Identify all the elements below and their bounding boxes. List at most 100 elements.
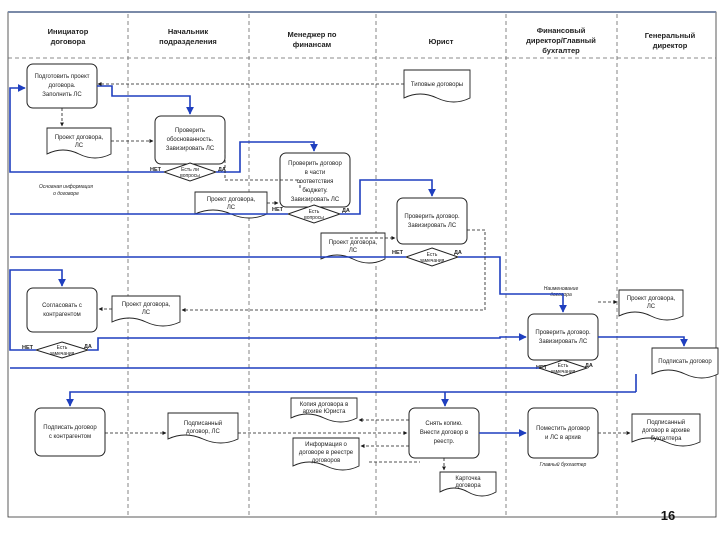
svg-text:о договоре: о договоре: [53, 191, 79, 197]
doc-signed-1: [167, 412, 239, 444]
svg-text:Заполнить ЛС: Заполнить ЛС: [42, 92, 82, 98]
decision-lawyer: [404, 247, 460, 267]
doc-register-info: [292, 437, 360, 471]
step-fd-check: [527, 313, 599, 361]
doc-sign-contract: [651, 347, 719, 379]
lane-header-initiator: Инициатор договора: [48, 27, 89, 46]
svg-text:договора.: договора.: [48, 83, 75, 89]
svg-text:вопросы: вопросы: [180, 173, 200, 179]
step-sign-contract: [34, 407, 106, 457]
svg-text:архиве Юриста: архиве Юриста: [303, 409, 347, 415]
svg-text:Есть: Есть: [558, 363, 569, 369]
svg-text:подразделения: подразделения: [159, 37, 217, 46]
lane-header-general-director: Генеральный директор: [645, 31, 696, 50]
svg-text:ЛС: ЛС: [647, 304, 656, 310]
svg-text:Завизировать ЛС: Завизировать ЛС: [408, 223, 457, 229]
svg-text:Подписанный: Подписанный: [647, 419, 685, 426]
svg-text:НЕТ: НЕТ: [272, 207, 284, 213]
lane-header-lawyer: Юрист: [429, 37, 454, 46]
svg-text:Проверить договор.: Проверить договор.: [404, 214, 460, 220]
svg-text:ДА: ДА: [454, 250, 462, 256]
diagram-frame: [7, 11, 717, 518]
svg-text:Информация о: Информация о: [305, 442, 347, 448]
svg-text:Главный бухгалтер: Главный бухгалтер: [540, 461, 587, 468]
decision-finance: [286, 204, 342, 224]
svg-text:обоснованность.: обоснованность.: [167, 137, 214, 143]
page-number: 16: [661, 508, 675, 523]
step-lawyer-check: [396, 197, 468, 245]
svg-text:бухгалтера: бухгалтера: [651, 436, 683, 442]
svg-text:Менеджер по: Менеджер по: [287, 30, 336, 39]
svg-text:Подписанный: Подписанный: [184, 420, 222, 427]
doc-standard-contracts: [403, 69, 471, 103]
svg-text:финансам: финансам: [293, 40, 332, 49]
svg-text:договора: договора: [51, 37, 87, 46]
svg-text:НЕТ: НЕТ: [392, 250, 404, 256]
svg-text:директор/Главный: директор/Главный: [526, 36, 596, 45]
svg-text:вопросы: вопросы: [304, 215, 324, 221]
svg-text:ЛС: ЛС: [349, 248, 358, 254]
svg-text:Инициатор: Инициатор: [48, 27, 89, 36]
svg-text:Завизировать ЛС: Завизировать ЛС: [539, 339, 588, 345]
svg-text:ДА: ДА: [585, 363, 593, 369]
decision-counterparty: [34, 341, 90, 359]
svg-text:Финансовый: Финансовый: [537, 26, 586, 35]
svg-text:Копия договора в: Копия договора в: [300, 402, 349, 408]
svg-text:и ЛС в архив: и ЛС в архив: [545, 435, 581, 441]
svg-text:Юрист: Юрист: [429, 37, 454, 46]
svg-text:замечания: замечания: [50, 351, 75, 357]
svg-text:договор, ЛС: договор, ЛС: [186, 429, 220, 435]
svg-text:Проект договора,: Проект договора,: [122, 302, 171, 308]
doc-contract-card: [439, 471, 497, 497]
lane-header-department-head: Начальник подразделения: [159, 27, 217, 46]
svg-text:Снять копию.: Снять копию.: [425, 421, 463, 427]
svg-text:Завизировать ЛС: Завизировать ЛС: [166, 146, 215, 152]
svg-text:Основная информация: Основная информация: [39, 184, 93, 190]
svg-text:ДА: ДА: [342, 208, 350, 214]
svg-text:НЕТ: НЕТ: [536, 365, 548, 371]
svg-text:реестр.: реестр.: [434, 439, 455, 445]
decision-fd: [537, 359, 589, 377]
svg-text:НЕТ: НЕТ: [22, 345, 34, 351]
svg-text:ЛС: ЛС: [227, 205, 236, 211]
svg-text:Наименование: Наименование: [544, 286, 579, 292]
svg-text:соответствия: соответствия: [297, 179, 334, 185]
doc-draft-4: [111, 295, 181, 327]
svg-text:бухгалтер: бухгалтер: [542, 46, 580, 55]
svg-text:замечания: замечания: [551, 369, 576, 375]
svg-text:Есть: Есть: [57, 345, 68, 351]
step-archive: [527, 407, 599, 459]
svg-text:Завизировать ЛС: Завизировать ЛС: [291, 197, 340, 203]
svg-text:ДА: ДА: [84, 344, 92, 350]
svg-text:бюджету.: бюджету.: [302, 188, 328, 194]
svg-text:Есть: Есть: [427, 252, 438, 258]
svg-text:Проект договора,: Проект договора,: [55, 135, 104, 141]
svg-text:Есть ли: Есть ли: [181, 167, 199, 173]
lane-header-finance-manager: Менеджер по финансам: [287, 30, 336, 49]
svg-text:Подготовить проект: Подготовить проект: [34, 74, 89, 80]
svg-text:договоре в реестре: договоре в реестре: [299, 450, 354, 456]
decision-dept-head: [162, 162, 218, 182]
doc-accountant-archive: [631, 413, 701, 447]
svg-text:договора: договора: [550, 292, 572, 298]
svg-text:Подписать договор: Подписать договор: [43, 425, 97, 431]
svg-text:Проект договора,: Проект договора,: [207, 197, 256, 203]
svg-text:ДА: ДА: [218, 167, 226, 173]
svg-text:ЛС: ЛС: [142, 310, 151, 316]
svg-text:Проект договора,: Проект договора,: [627, 296, 676, 302]
lane-header-finance-director: Финансовый директор/Главный бухгалтер: [526, 26, 596, 55]
step-agree-counterparty: [26, 287, 98, 333]
svg-text:Подписать договор: Подписать договор: [658, 359, 712, 365]
svg-text:Проверить: Проверить: [175, 128, 205, 134]
doc-draft-5: [618, 289, 684, 321]
doc-lawyer-archive-copy: [290, 397, 358, 423]
svg-text:договора: договора: [455, 483, 481, 489]
svg-text:с контрагентом: с контрагентом: [49, 434, 91, 440]
svg-text:Внести договор в: Внести договор в: [420, 430, 468, 436]
svg-text:Карточка: Карточка: [455, 476, 481, 482]
svg-text:Проверить договор: Проверить договор: [288, 161, 342, 167]
svg-text:замечания: замечания: [420, 258, 445, 264]
swimlane-dividers: [8, 14, 716, 515]
